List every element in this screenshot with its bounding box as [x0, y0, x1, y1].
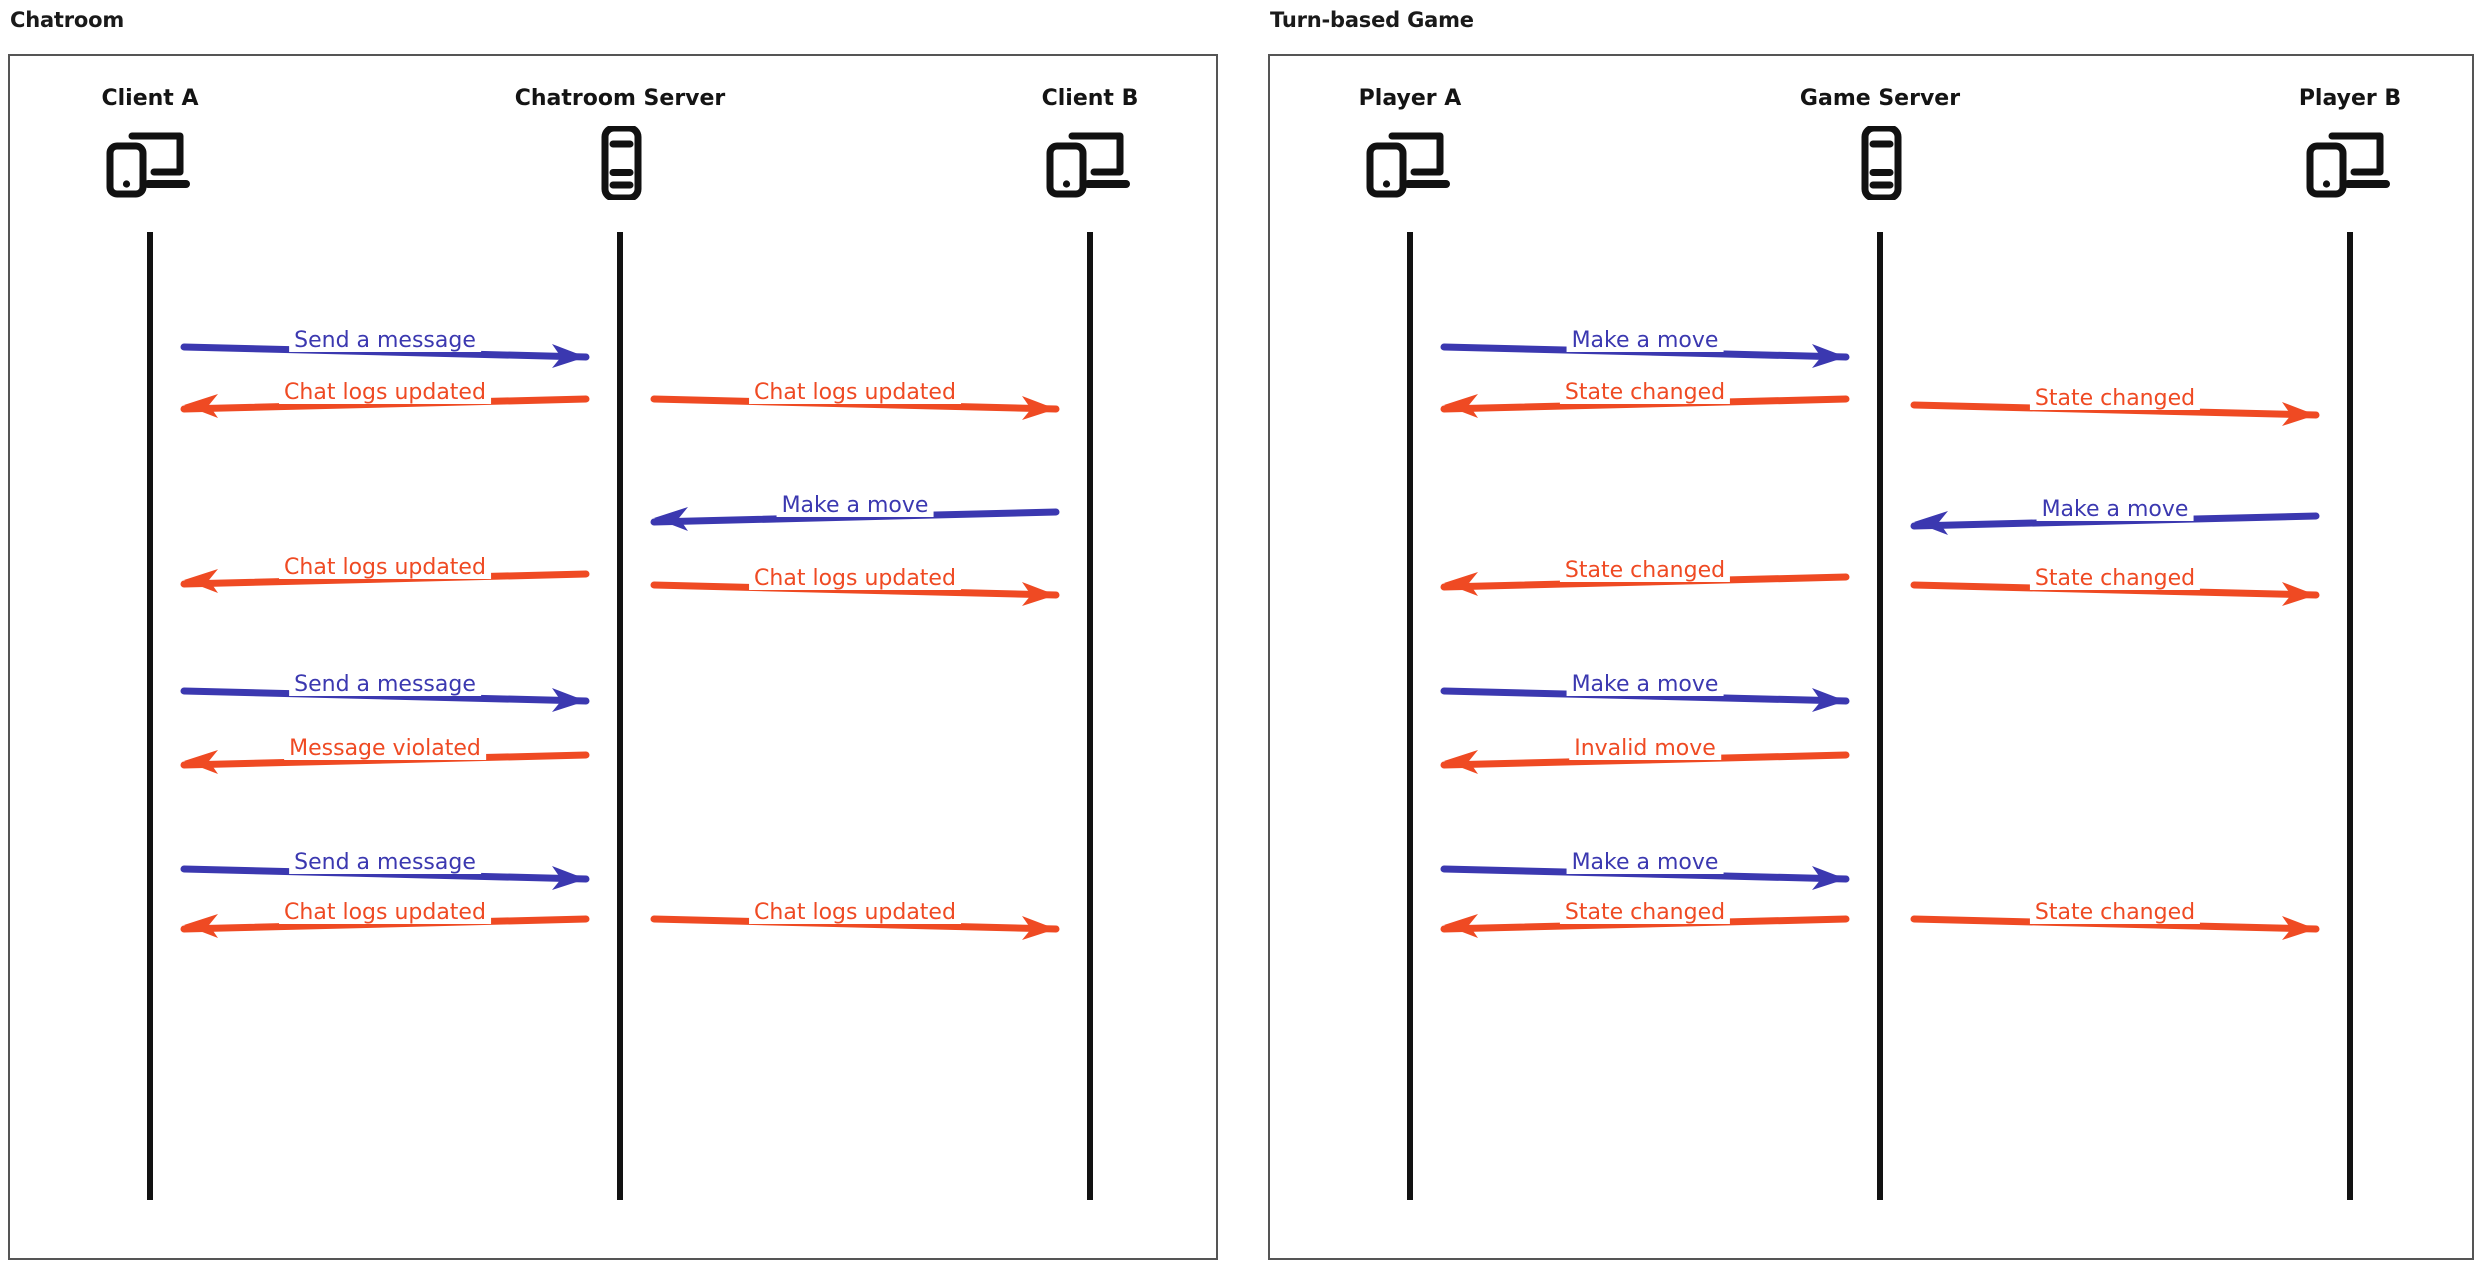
message-arrow-chatroom-10[interactable]: Chat logs updated: [650, 900, 1060, 946]
message-label: Chat logs updated: [749, 382, 961, 404]
actor-label-game-server: Game Server: [1799, 86, 1961, 111]
message-label: Make a move: [1566, 852, 1724, 874]
message-arrow-turn-based-game-6[interactable]: Make a move: [1440, 672, 1850, 718]
message-arrow-chatroom-0[interactable]: Send a message: [180, 328, 590, 374]
message-arrow-turn-based-game-7[interactable]: Invalid move: [1440, 736, 1850, 782]
message-arrow-chatroom-1[interactable]: Chat logs updated: [180, 380, 590, 426]
message-label: State changed: [2029, 388, 2201, 410]
message-label: Make a move: [776, 495, 934, 517]
message-label: Chat logs updated: [749, 902, 961, 924]
message-arrow-turn-based-game-1[interactable]: State changed: [1440, 380, 1850, 426]
message-arrow-chatroom-6[interactable]: Send a message: [180, 672, 590, 718]
panel-turn-based-game-title: Turn-based Game: [1270, 8, 1474, 32]
message-arrow-turn-based-game-5[interactable]: State changed: [1910, 566, 2320, 612]
server-rack-icon: [510, 126, 730, 202]
message-label: Chat logs updated: [279, 902, 491, 924]
message-label: Send a message: [289, 852, 481, 874]
actor-game-server[interactable]: Game Server: [1770, 88, 1990, 202]
message-label: Send a message: [289, 674, 481, 696]
message-arrow-chatroom-3[interactable]: Make a move: [650, 493, 1060, 539]
actor-player-a[interactable]: Player A: [1300, 88, 1520, 202]
client-device-icon: [1300, 126, 1520, 202]
actor-chatroom-server[interactable]: Chatroom Server: [510, 88, 730, 202]
actor-label-chatroom-server: Chatroom Server: [514, 86, 726, 111]
message-arrow-turn-based-game-3[interactable]: Make a move: [1910, 497, 2320, 543]
message-arrow-chatroom-2[interactable]: Chat logs updated: [650, 380, 1060, 426]
message-arrow-chatroom-5[interactable]: Chat logs updated: [650, 566, 1060, 612]
message-arrow-turn-based-game-4[interactable]: State changed: [1440, 558, 1850, 604]
message-arrow-chatroom-9[interactable]: Chat logs updated: [180, 900, 590, 946]
message-arrow-turn-based-game-0[interactable]: Make a move: [1440, 328, 1850, 374]
message-label: State changed: [1559, 382, 1731, 404]
message-label: Message violated: [284, 738, 486, 760]
message-label: Make a move: [1566, 674, 1724, 696]
client-device-icon: [2240, 126, 2460, 202]
message-label: State changed: [2029, 568, 2201, 590]
actor-label-player-a: Player A: [1358, 86, 1462, 111]
panel-chatroom-title: Chatroom: [10, 8, 125, 32]
panel-chatroom: Chatroom Client A Chatroom Server Client B…: [8, 8, 1218, 1260]
server-rack-icon: [1770, 126, 1990, 202]
lifeline-game-server: [1877, 232, 1883, 1200]
message-label: Chat logs updated: [749, 568, 961, 590]
message-label: Invalid move: [1569, 738, 1721, 760]
client-device-icon: [980, 126, 1200, 202]
actor-label-client-a: Client A: [101, 86, 199, 111]
actor-client-a[interactable]: Client A: [40, 88, 260, 202]
message-label: Make a move: [2036, 499, 2194, 521]
message-arrow-turn-based-game-10[interactable]: State changed: [1910, 900, 2320, 946]
lifeline-chatroom-server: [617, 232, 623, 1200]
lifeline-client-b: [1087, 232, 1093, 1200]
lifeline-client-a: [147, 232, 153, 1200]
message-arrow-turn-based-game-9[interactable]: State changed: [1440, 900, 1850, 946]
message-arrow-chatroom-7[interactable]: Message violated: [180, 736, 590, 782]
lifeline-player-a: [1407, 232, 1413, 1200]
message-label: Chat logs updated: [279, 382, 491, 404]
lifeline-player-b: [2347, 232, 2353, 1200]
message-label: Make a move: [1566, 330, 1724, 352]
client-device-icon: [40, 126, 260, 202]
message-arrow-chatroom-8[interactable]: Send a message: [180, 850, 590, 896]
message-label: State changed: [1559, 902, 1731, 924]
message-label: Send a message: [289, 330, 481, 352]
actor-label-player-b: Player B: [2298, 86, 2402, 111]
actor-label-client-b: Client B: [1041, 86, 1139, 111]
actor-player-b[interactable]: Player B: [2240, 88, 2460, 202]
message-label: Chat logs updated: [279, 557, 491, 579]
message-label: State changed: [1559, 560, 1731, 582]
panel-chatroom-box: Client A Chatroom Server Client B Send a me…: [8, 54, 1218, 1260]
message-arrow-turn-based-game-8[interactable]: Make a move: [1440, 850, 1850, 896]
message-arrow-turn-based-game-2[interactable]: State changed: [1910, 386, 2320, 432]
message-arrow-chatroom-4[interactable]: Chat logs updated: [180, 555, 590, 601]
message-label: State changed: [2029, 902, 2201, 924]
actor-client-b[interactable]: Client B: [980, 88, 1200, 202]
